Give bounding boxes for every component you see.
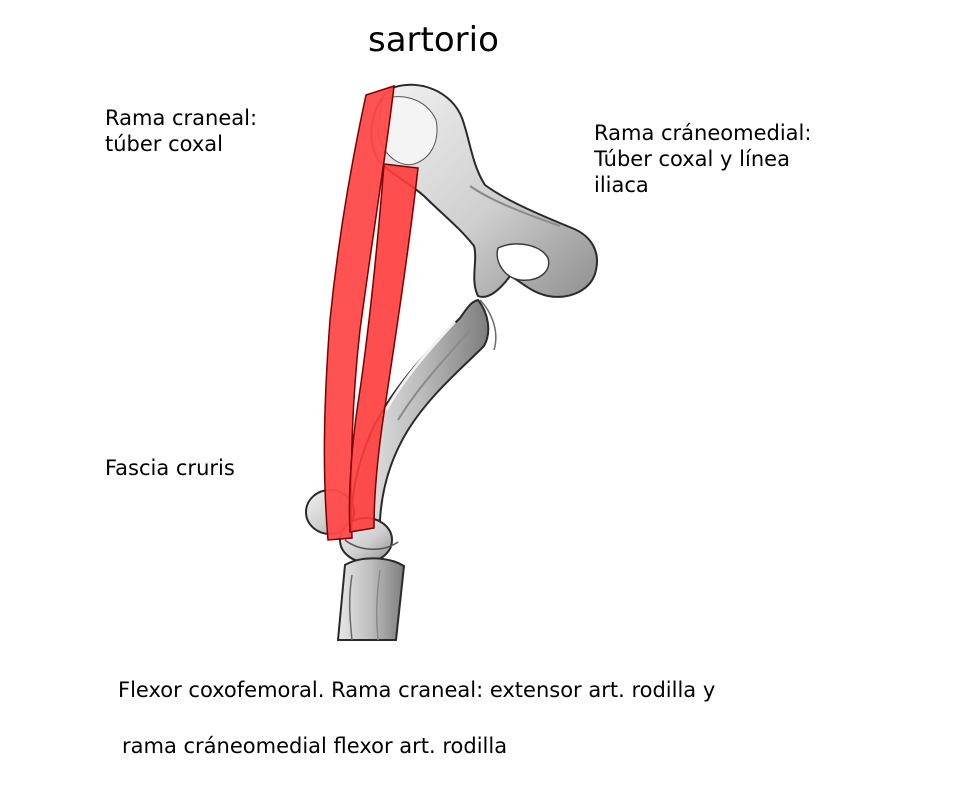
label-craniomedial-branch: Rama cráneomedial: Túber coxal y línea i…	[594, 121, 812, 197]
caption-line-2: rama cráneomedial flexor art. rodilla	[122, 734, 508, 758]
caption-line-1: Flexor coxofemoral. Rama craneal: extens…	[118, 678, 716, 702]
label-fascia-cruris: Fascia cruris	[105, 456, 235, 480]
caption: Flexor coxofemoral. Rama craneal: extens…	[118, 648, 715, 788]
pelvis-bone	[370, 83, 598, 351]
pelvic-limb-illustration	[305, 83, 598, 641]
diagram-title: sartorio	[368, 20, 499, 60]
sartorius-craniomedial-branch	[348, 163, 419, 533]
label-cranial-branch: Rama craneal: túber coxal	[105, 106, 258, 156]
femur-bone	[350, 298, 490, 528]
sartorius-cranial-branch	[323, 84, 395, 541]
tibia-bone	[336, 557, 406, 641]
